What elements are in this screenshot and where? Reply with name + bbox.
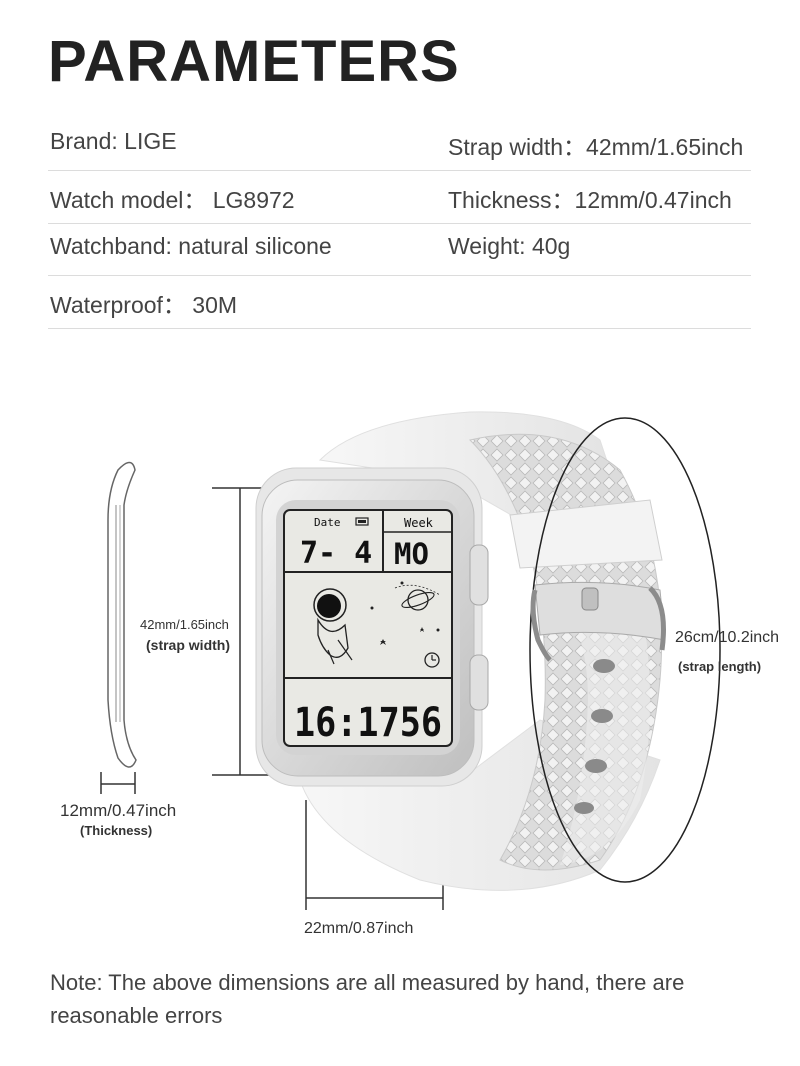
week-label: Week [404, 516, 434, 530]
model-text: Watch model： LG8972 [50, 187, 295, 213]
strap-width-label: (strap width) [146, 637, 230, 653]
thickness-value: 12mm/0.47inch [60, 801, 177, 820]
buckle [530, 586, 666, 662]
strap-length-label: (strap length) [678, 659, 762, 674]
watch-display: Date 7- 4 Week MO 16:1756 [283, 509, 453, 747]
param-row-2: Watch model： LG8972 Thickness：12mm/0.47i… [48, 171, 751, 224]
thickness-text: Thickness：12mm/0.47inch [448, 187, 732, 213]
side-button-bottom [469, 654, 489, 711]
date-label: Date [314, 516, 341, 529]
time-value: 16:1756 [294, 700, 442, 746]
brand-text: Brand: LIGE [50, 128, 177, 154]
alarm-icon [424, 652, 440, 668]
side-profile-drawing [107, 461, 137, 768]
watchband-text: Watchband: natural silicone [50, 233, 332, 259]
measurement-note: Note: The above dimensions are all measu… [50, 970, 685, 1028]
waterproof-text: Waterproof： 30M [50, 292, 238, 318]
thickness-label: (Thickness) [80, 823, 153, 838]
bottom-width-value: 22mm/0.87inch [304, 920, 414, 937]
thickness-dimension [100, 772, 136, 794]
date-value: 7- 4 [300, 536, 372, 571]
strap-loop [469, 433, 666, 871]
weight-text: Weight: 40g [448, 233, 571, 259]
battery-icon [355, 517, 369, 526]
param-row-4: Waterproof： 30M [48, 276, 751, 329]
planet-icon [370, 581, 441, 645]
param-row-3: Watchband: natural silicone Weight: 40g [48, 223, 751, 276]
strap-width-value: 42mm/1.65inch [140, 617, 229, 632]
strap-width-text: Strap width：42mm/1.65inch [448, 134, 744, 160]
side-button-top [469, 544, 489, 606]
strap-length-value: 26cm/10.2inch [675, 629, 780, 646]
strap-width-dimension [212, 487, 270, 776]
astronaut-icon [313, 588, 353, 665]
param-row-1: Brand: LIGE Strap width：42mm/1.65inch [48, 118, 751, 171]
week-value: MO [394, 537, 429, 571]
page-title: PARAMETERS [48, 29, 460, 94]
strap-length-outline [529, 417, 721, 883]
